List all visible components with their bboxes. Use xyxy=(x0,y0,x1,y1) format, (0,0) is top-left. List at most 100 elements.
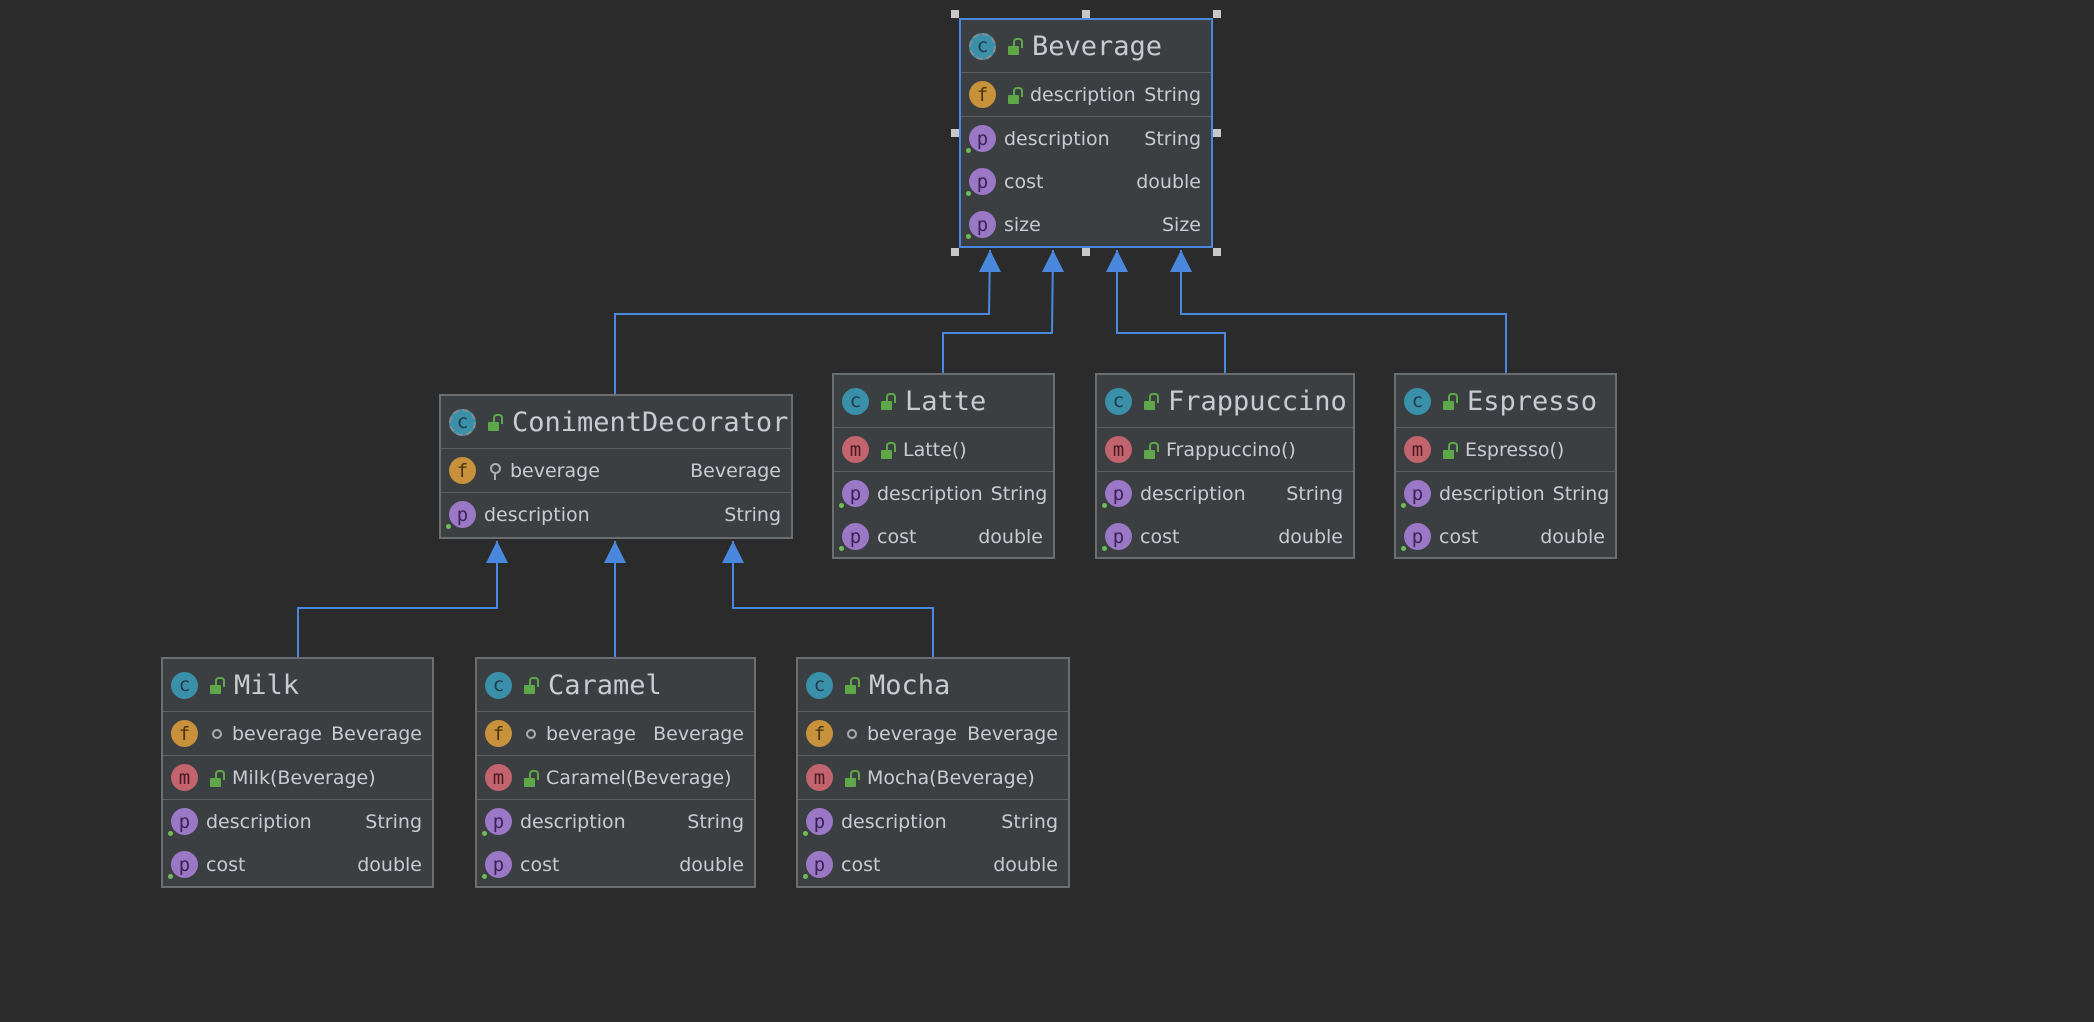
member-type: Beverage xyxy=(331,722,422,745)
class-name: Espresso xyxy=(1467,385,1598,417)
property-icon: p xyxy=(839,523,869,551)
inheritance-edge-milk[interactable] xyxy=(297,541,498,657)
selection-handle[interactable] xyxy=(1082,10,1090,18)
class-name: Caramel xyxy=(548,669,662,701)
public-visibility-icon xyxy=(1142,390,1158,412)
member-type: double xyxy=(357,853,422,876)
member-type: double xyxy=(1540,525,1605,548)
inheritance-edge-coniment-decorator[interactable] xyxy=(614,249,991,394)
property-icon: p xyxy=(1401,523,1431,551)
inheritance-edge-mocha[interactable] xyxy=(732,541,934,657)
field-icon: f xyxy=(171,720,198,747)
public-visibility-icon xyxy=(522,767,538,789)
member-type: Beverage xyxy=(967,722,1058,745)
property-icon: p xyxy=(966,211,996,239)
inheritance-edge-frappuccino[interactable] xyxy=(1116,250,1226,373)
public-visibility-icon xyxy=(1142,439,1158,461)
class-header[interactable]: c Latte xyxy=(834,375,1053,428)
selection-handle[interactable] xyxy=(951,248,959,256)
class-name: Latte xyxy=(905,385,987,417)
member-type: String xyxy=(687,810,744,833)
selection-handle[interactable] xyxy=(1082,248,1090,256)
public-visibility-icon xyxy=(486,411,502,433)
public-visibility-icon xyxy=(879,439,895,461)
class-name: Frappuccino xyxy=(1168,385,1347,417)
member-type: String xyxy=(724,503,781,526)
selection-handle[interactable] xyxy=(1213,248,1221,256)
member-type: String xyxy=(1552,482,1610,505)
property-icon: p xyxy=(966,168,996,196)
member-name: Mocha(Beverage) xyxy=(867,766,1035,789)
selection-handle[interactable] xyxy=(1213,129,1221,137)
method-icon: m xyxy=(1404,436,1431,463)
property-icon: p xyxy=(966,125,996,153)
member-name: size xyxy=(1004,213,1041,236)
member-type: double xyxy=(1136,170,1201,193)
inheritance-edge-espresso[interactable] xyxy=(1180,250,1507,373)
inheritance-edge-latte[interactable] xyxy=(942,249,1054,373)
selection-handle[interactable] xyxy=(1213,10,1221,18)
public-visibility-icon xyxy=(522,674,538,696)
selection-handle[interactable] xyxy=(951,10,959,18)
inheritance-arrowhead xyxy=(1170,250,1192,272)
class-icon: c xyxy=(171,671,198,699)
class-name: Beverage xyxy=(1032,30,1163,62)
selection-handle[interactable] xyxy=(951,129,959,137)
public-visibility-icon xyxy=(1006,84,1022,106)
class-icon: c xyxy=(842,387,869,415)
public-visibility-icon xyxy=(879,390,895,412)
class-name: Mocha xyxy=(869,669,951,701)
